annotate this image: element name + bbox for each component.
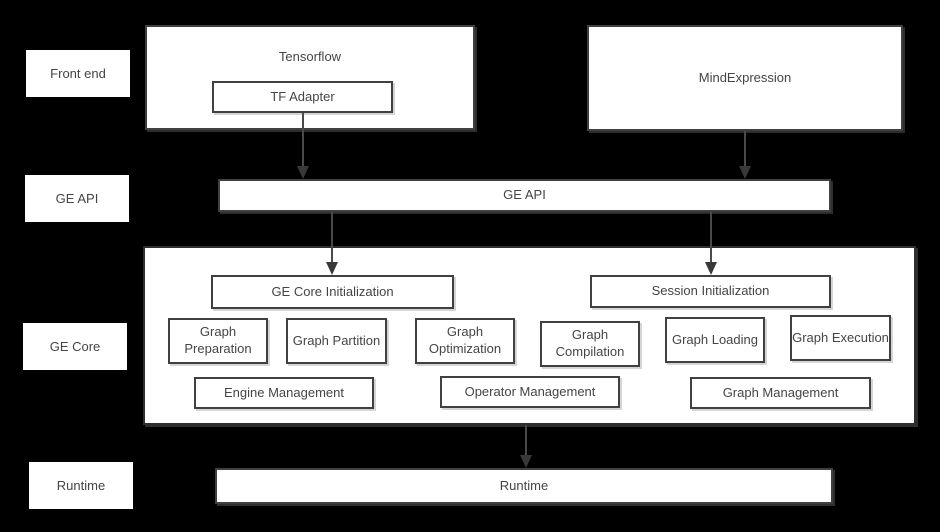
engine-management-box: Engine Management [194, 377, 374, 409]
graph-execution-label: Graph Execution [792, 329, 889, 345]
ge-api-bar: GE API [218, 179, 831, 212]
row-label-ge-core: GE Core [23, 323, 127, 370]
operator-management-box: Operator Management [440, 376, 620, 408]
graph-optimization-label: Graph Optimization [428, 324, 502, 356]
session-initialization-box: Session Initialization [590, 275, 831, 308]
arrow-mindexpression-to-ge-api [739, 131, 751, 179]
tensorflow-box: Tensorflow TF Adapter [145, 25, 475, 130]
graph-management-label: Graph Management [722, 384, 839, 400]
row-label-runtime: Runtime [29, 462, 133, 509]
row-label-ge-api: GE API [25, 175, 129, 222]
arrow-tf-adapter-to-ge-api [297, 113, 309, 179]
graph-preparation-box: Graph Preparation [168, 318, 268, 364]
graph-loading-box: Graph Loading [665, 317, 765, 363]
graph-execution-box: Graph Execution [790, 315, 891, 361]
graph-partition-box: Graph Partition [286, 318, 387, 364]
arrow-ge-api-to-session-initialization [705, 212, 717, 275]
graph-management-box: Graph Management [690, 377, 871, 409]
graph-preparation-label: Graph Preparation [184, 324, 252, 356]
engine-management-label: Engine Management [224, 384, 344, 400]
arrow-ge-core-to-runtime [520, 425, 532, 468]
graph-compilation-label: Graph Compilation [555, 327, 625, 359]
tensorflow-label: Tensorflow [278, 49, 342, 64]
mindexpression-label: MindExpression [698, 69, 792, 85]
operator-management-label: Operator Management [464, 383, 596, 399]
runtime-bar: Runtime [215, 468, 833, 504]
tf-adapter-label: TF Adapter [270, 88, 335, 104]
ge-core-container: GE Core Initialization Session Initializ… [143, 246, 916, 425]
arrow-ge-api-to-ge-core-initialization [326, 212, 338, 275]
graph-optimization-box: Graph Optimization [415, 318, 515, 364]
graph-loading-label: Graph Loading [671, 331, 758, 347]
session-initialization-label: Session Initialization [651, 283, 770, 299]
ge-core-initialization-box: GE Core Initialization [211, 275, 454, 309]
ge-api-bar-label: GE API [503, 187, 546, 203]
mindexpression-box: MindExpression [587, 25, 903, 131]
graph-partition-label: Graph Partition [292, 332, 381, 348]
row-label-front-end: Front end [26, 50, 130, 97]
graph-compilation-box: Graph Compilation [540, 321, 640, 367]
tf-adapter-box: TF Adapter [212, 81, 393, 113]
ge-core-initialization-label: GE Core Initialization [271, 283, 394, 299]
runtime-bar-label: Runtime [499, 477, 549, 493]
